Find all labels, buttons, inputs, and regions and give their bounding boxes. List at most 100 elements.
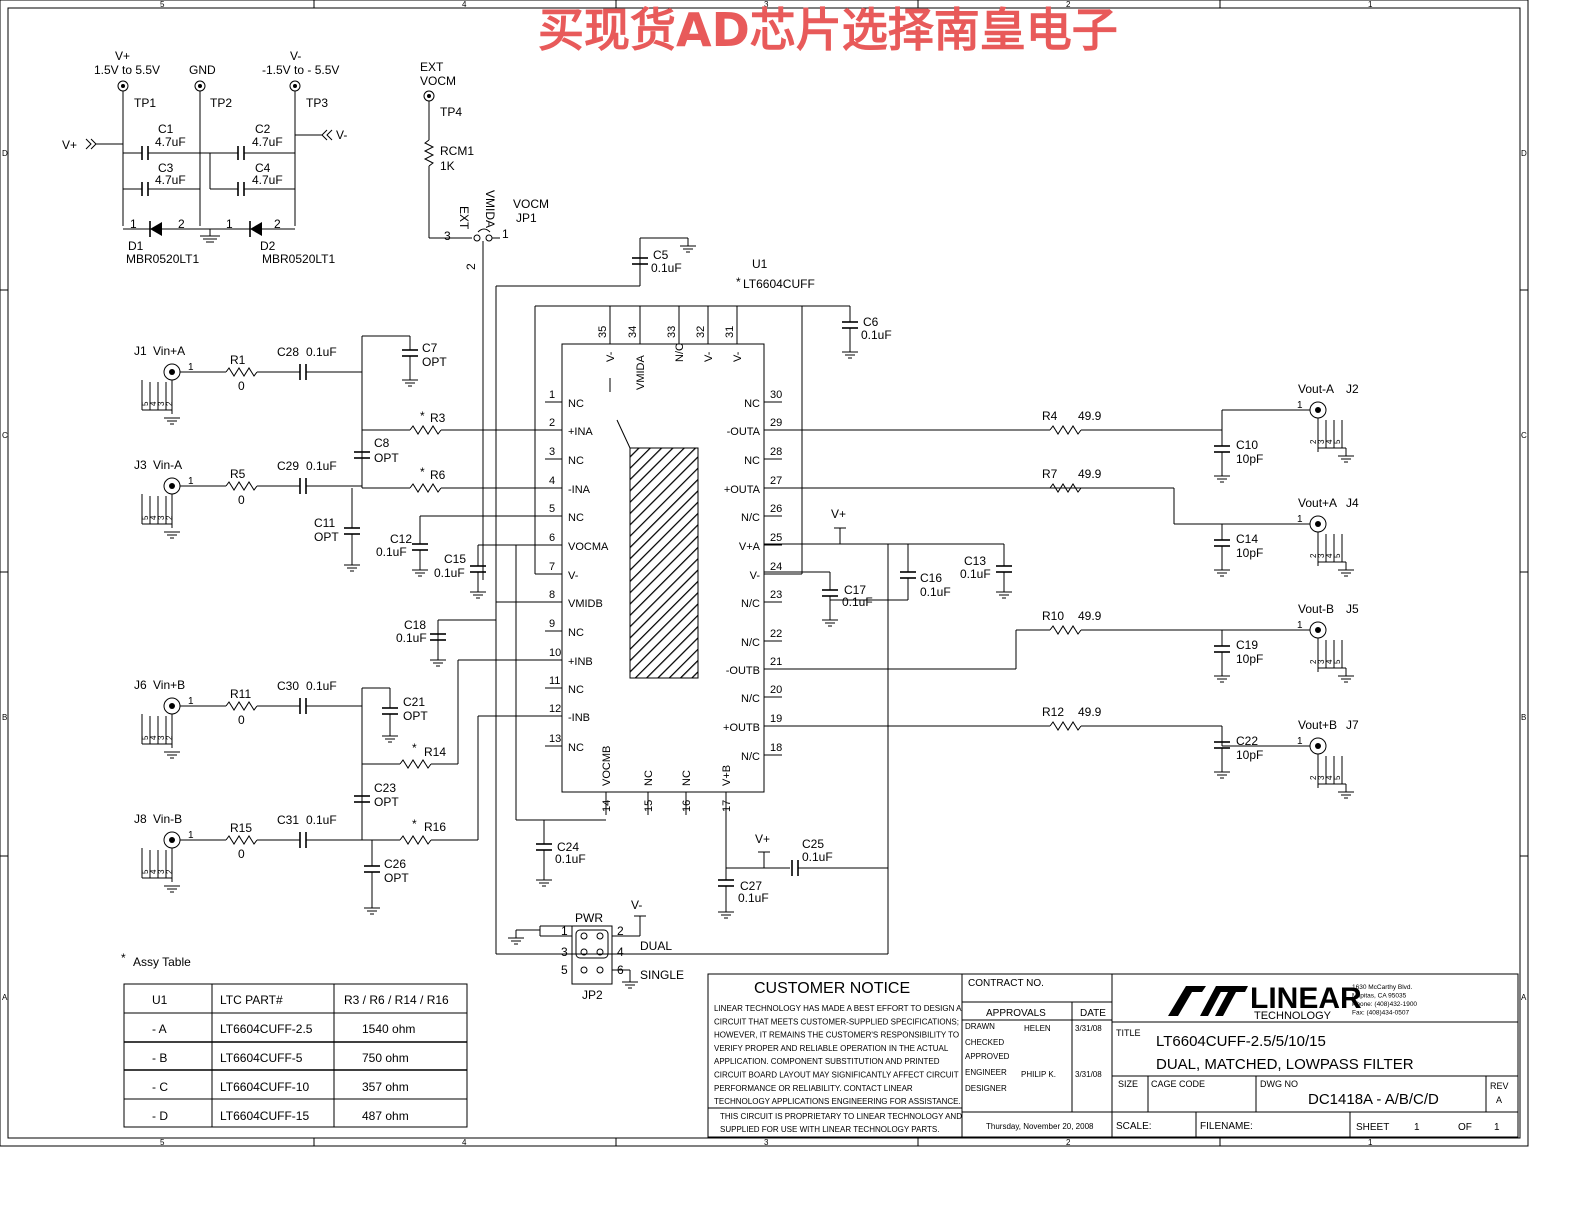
tb-title-label: TITLE: [1116, 1028, 1141, 1038]
tb-date-printed: Thursday, November 20, 2008: [986, 1122, 1094, 1131]
output-resistor: [1049, 721, 1082, 731]
jp1-vmida-label: VMIDA: [483, 190, 497, 228]
notice-line: HOWEVER, IT REMAINS THE CUSTOMER'S RESPO…: [714, 1031, 959, 1040]
d2-ref: D2: [260, 239, 276, 253]
assy-cell: - A: [152, 1022, 167, 1036]
input-connector-ref: J3: [134, 458, 147, 472]
d1-pin1: 1: [130, 217, 137, 231]
tb-approved: APPROVED: [965, 1052, 1010, 1061]
coupling-cap-ref: C28: [277, 345, 299, 359]
assy-cell: - B: [152, 1051, 167, 1065]
u1-pin-number: 28: [770, 446, 782, 458]
output-connector-ref: J4: [1346, 496, 1359, 510]
u1-body: [561, 343, 765, 793]
row-label-d-right: D: [1521, 149, 1527, 158]
conn-pin-number: 4: [1325, 553, 1334, 558]
assy-cell: 750 ohm: [362, 1051, 409, 1065]
tp1-range: 1.5V to 5.5V: [94, 63, 160, 77]
u1-pin-number: 1: [549, 389, 555, 401]
assy-header-cell: U1: [152, 993, 168, 1007]
r16-ref: R16: [424, 820, 446, 834]
tb-dwg-no: DC1418A - A/B/C/D: [1308, 1091, 1439, 1108]
vplus-port-icon: [85, 138, 97, 150]
col-label-5: 5: [160, 0, 165, 9]
jp2-pin2: 2: [617, 924, 624, 938]
c7-ref: C7: [422, 341, 438, 355]
notice-line: APPLICATION. COMPONENT SUBSTITUTION AND …: [714, 1057, 940, 1066]
vminus-rail-label: V-: [631, 898, 642, 912]
r16-resistor: [399, 835, 432, 845]
tb-scale: SCALE:: [1116, 1121, 1152, 1132]
output-connector-ref: J2: [1346, 382, 1359, 396]
cap-value: 10pF: [1236, 452, 1263, 466]
u1-pin-name: V-: [568, 570, 579, 582]
c8-val: OPT: [374, 451, 399, 465]
output-connector-name: Vout+A: [1298, 496, 1337, 510]
jp2-dual-label: DUAL: [640, 939, 672, 953]
conn-pin-number: 5: [141, 401, 150, 406]
tb-size: SIZE: [1118, 1079, 1138, 1089]
u1-pin-number: 27: [770, 475, 782, 487]
conn-pin-number: 4: [149, 735, 158, 740]
vplus-rail-label-2: V+: [755, 832, 770, 846]
u1-pin-name: NC: [568, 742, 584, 754]
conn-pin-number: 4: [1325, 439, 1334, 444]
col-label-3: 3: [764, 0, 769, 9]
resistor-ref: R15: [230, 821, 252, 835]
c21-val: OPT: [403, 709, 428, 723]
r16-star: *: [412, 817, 417, 831]
tb-of-no: 1: [1494, 1122, 1500, 1133]
r3-resistor: [409, 425, 442, 435]
tb-cage: CAGE CODE: [1151, 1079, 1205, 1089]
r6-ref: R6: [430, 468, 446, 482]
jp2-pin5: 5: [561, 963, 568, 977]
u1-pin-name: V+A: [739, 541, 761, 553]
d2-part: MBR0520LT1: [262, 252, 335, 266]
cap-value: 10pF: [1236, 546, 1263, 560]
u1-pin-name: N/C: [741, 512, 760, 524]
u1-pin-number: 16: [681, 800, 693, 812]
u1-pin-number: 13: [549, 733, 561, 745]
rcm1-val: 1K: [440, 159, 455, 173]
input-connector-ref: J1: [134, 344, 147, 358]
sma-center: [169, 369, 175, 375]
c6-ref: C6: [863, 315, 879, 329]
assy-star: *: [121, 951, 126, 965]
u1-pin-name: +OUTA: [724, 484, 761, 496]
tb-sheet: SHEET: [1356, 1122, 1389, 1133]
tb-engineer-date: 3/31/08: [1075, 1070, 1102, 1079]
c25-val: 0.1uF: [802, 850, 833, 864]
conn-pin-number: 1: [188, 696, 194, 707]
address-line: 1630 McCarthy Blvd.: [1352, 984, 1413, 991]
vminus-port-label: V-: [336, 128, 347, 142]
u1-pin-number: 33: [666, 326, 678, 338]
assy-cell: 487 ohm: [362, 1109, 409, 1123]
col-label-2-bottom: 2: [1066, 1138, 1071, 1147]
u1-bottom-wiring: C24 0.1uF C25 0.1uF V+ C27 0.1uF: [496, 544, 889, 955]
resistor-ref: R1: [230, 353, 246, 367]
c27-ref: C27: [740, 879, 762, 893]
c12-ref: C12: [390, 532, 412, 546]
u1-pin-number: 9: [549, 618, 555, 630]
jp1-jumper: [477, 228, 491, 233]
jp2-pin4: 4: [617, 945, 624, 959]
assy-title: Assy Table: [133, 955, 191, 969]
r14-resistor: [399, 759, 432, 769]
jp2-pin1: 1: [561, 924, 568, 938]
resistor-ref: R12: [1042, 705, 1064, 719]
tb-title2: DUAL, MATCHED, LOWPASS FILTER: [1156, 1056, 1414, 1073]
u1-pin-name: VOCMA: [568, 541, 609, 553]
u1-pin-name: VMIDB: [568, 598, 603, 610]
r3-ref: R3: [430, 411, 446, 425]
notice-line: PERFORMANCE OR RELIABILITY. CONTACT LINE…: [714, 1084, 913, 1093]
vminus-port-icon: [321, 129, 333, 141]
resistor-ref: R10: [1042, 609, 1064, 623]
conn-pin-number: 5: [141, 869, 150, 874]
col-label-4-bottom: 4: [462, 1138, 467, 1147]
u1-pin-name: -INB: [568, 712, 590, 724]
cap-ref: C22: [1236, 734, 1258, 748]
col-label-2: 2: [1066, 0, 1071, 9]
